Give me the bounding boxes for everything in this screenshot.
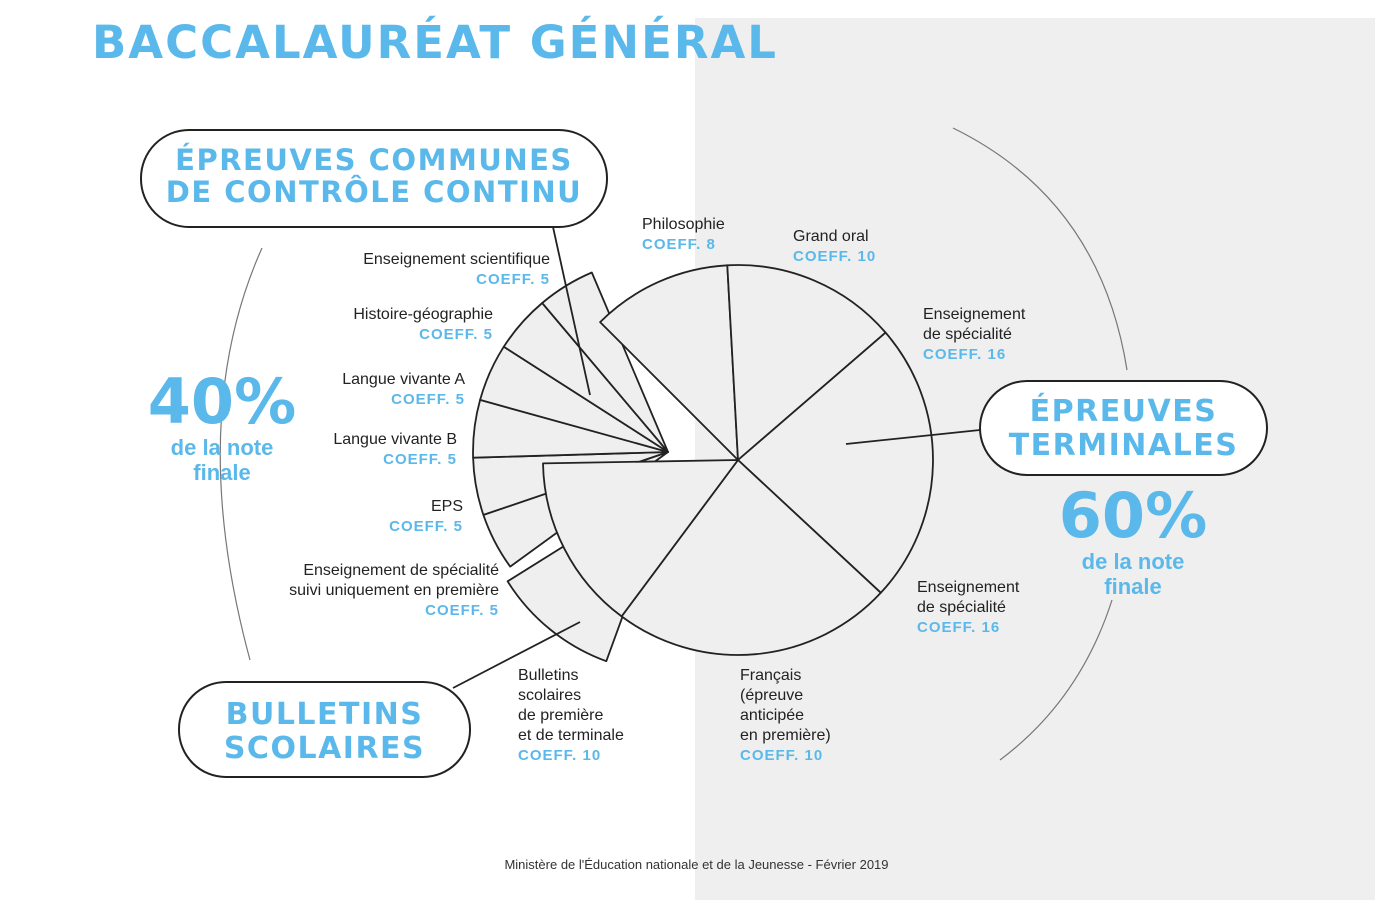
label-name: Histoire-géographie [353, 306, 493, 323]
label-coeff: COEFF. 5 [383, 451, 457, 468]
label-coeff: COEFF. 10 [793, 248, 877, 265]
label-langue-vivante-b: Langue vivante B COEFF. 5 [333, 430, 457, 470]
label-coeff: COEFF. 8 [642, 236, 716, 253]
bulletins-heading-line2: SCOLAIRES [223, 730, 426, 766]
page-title: BACCALAURÉAT GÉNÉRAL [92, 16, 778, 69]
label-coeff: COEFF. 5 [476, 271, 550, 288]
label-philosophie: Philosophie COEFF. 8 [642, 215, 725, 255]
label-grand-oral: Grand oral COEFF. 10 [793, 227, 876, 267]
label-name-line1: Enseignement [923, 306, 1026, 323]
terminales-leader-line [845, 429, 981, 445]
controle-continu-heading-line2: DE CONTRÔLE CONTINU [165, 175, 583, 210]
label-name: EPS [430, 498, 463, 515]
label-coeff: COEFF. 5 [419, 326, 493, 343]
label-line: Bulletins [518, 667, 579, 684]
label-coeff: COEFF. 10 [518, 747, 602, 764]
controle-continu-heading: ÉPREUVES COMMUNES DE CONTRÔLE CONTINU [141, 144, 607, 209]
terminales-slice-specialite-1 [737, 331, 934, 594]
label-line: anticipée [740, 707, 805, 724]
label-eps: EPS COEFF. 5 [389, 497, 463, 537]
label-name: Grand oral [793, 228, 869, 245]
controle-continu-percent-sub1: de la note [170, 435, 274, 460]
label-francais: Français (épreuve anticipée en première)… [740, 666, 831, 766]
label-coeff: COEFF. 10 [740, 747, 824, 764]
label-name-line2: de spécialité [923, 326, 1012, 343]
terminales-slice-specialite-2 [620, 459, 882, 656]
terminales-pill [979, 380, 1268, 476]
label-name: Philosophie [642, 216, 725, 233]
label-name: Langue vivante A [342, 371, 465, 388]
label-coeff: COEFF. 5 [389, 518, 463, 535]
controle-continu-percent-sub2: finale [193, 460, 251, 485]
terminales-heading-line2: TERMINALES [1008, 427, 1239, 463]
footer-source: Ministère de l'Éducation nationale et de… [504, 857, 889, 872]
label-specialite-2: Enseignement de spécialité COEFF. 16 [917, 578, 1019, 638]
terminales-slice-grand-oral [726, 264, 887, 461]
bulletins-leader-line [452, 621, 581, 689]
terminales-slice-francais [542, 459, 739, 618]
controle-continu-pill [140, 129, 608, 228]
label-coeff: COEFF. 5 [425, 602, 499, 619]
controle-continu-percent: 40% de la note finale [132, 365, 312, 486]
right-outer-arc-bottom [999, 599, 1113, 761]
controle-continu-percent-value: 40% [147, 365, 297, 438]
terminales-heading-line1: ÉPREUVES [1029, 394, 1218, 429]
terminales-percent-sub2: finale [1104, 574, 1162, 599]
label-coeff: COEFF. 16 [917, 619, 1001, 636]
controle-continu-leader-line [552, 226, 591, 396]
label-line: de première [518, 707, 604, 724]
label-line: en première) [740, 727, 831, 744]
terminales-percent: 60% de la note finale [1053, 479, 1213, 600]
label-line: Français [740, 667, 802, 684]
label-langue-vivante-a: Langue vivante A COEFF. 5 [342, 370, 465, 410]
controle-continu-heading-line1: ÉPREUVES COMMUNES [175, 143, 573, 177]
label-enseignement-scientifique: Enseignement scientifique COEFF. 5 [363, 250, 550, 290]
bulletins-heading: BULLETINS SCOLAIRES [179, 698, 470, 765]
terminales-percent-sub1: de la note [1081, 549, 1185, 574]
label-name-line2: de spécialité [917, 599, 1006, 616]
label-name: Langue vivante B [333, 431, 457, 448]
label-specialite-premiere: Enseignement de spécialité suivi uniquem… [289, 561, 499, 621]
label-coeff: COEFF. 5 [391, 391, 465, 408]
terminales-heading: ÉPREUVES TERMINALES [980, 395, 1267, 462]
left-outer-arc [219, 247, 263, 661]
label-name-line2: suivi uniquement en première [289, 582, 499, 599]
label-line: scolaires [518, 687, 582, 704]
label-histoire-geographie: Histoire-géographie COEFF. 5 [353, 305, 493, 345]
bulletins-heading-line1: BULLETINS [225, 697, 424, 732]
label-coeff: COEFF. 16 [923, 346, 1007, 363]
right-outer-arc-top [952, 127, 1128, 371]
label-line: et de terminale [518, 727, 624, 744]
terminales-percent-value: 60% [1058, 479, 1208, 552]
label-bulletins: Bulletins scolaires de première et de te… [518, 666, 624, 766]
label-name-line1: Enseignement de spécialité [303, 562, 499, 579]
bulletins-pill [178, 681, 471, 778]
label-name: Enseignement scientifique [363, 251, 550, 268]
terminales-slices [542, 264, 934, 656]
label-line: (épreuve [740, 687, 804, 704]
label-name-line1: Enseignement [917, 579, 1020, 596]
label-specialite-1: Enseignement de spécialité COEFF. 16 [923, 305, 1025, 365]
terminales-slice-philosophie [599, 264, 739, 461]
